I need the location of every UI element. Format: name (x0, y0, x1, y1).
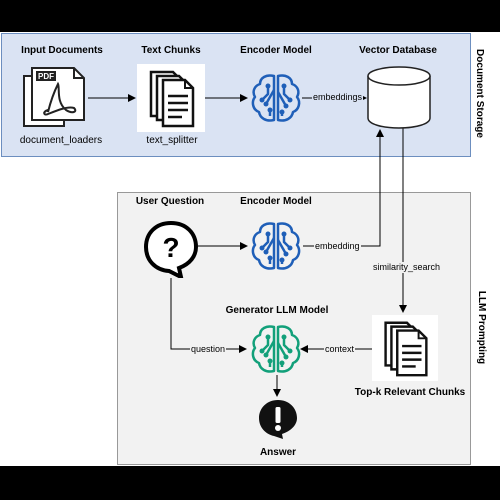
brain-circuit-icon (251, 74, 301, 122)
brain-circuit-icon (251, 222, 301, 270)
encoder-model-bottom-title: Encoder Model (240, 196, 312, 207)
top-black-band (0, 0, 500, 32)
database-cylinder-icon (367, 66, 431, 129)
input-documents-caption: document_loaders (19, 135, 103, 146)
edge-label-similarity-search: similarity_search (372, 262, 442, 273)
vector-database-title: Vector Database (359, 45, 437, 56)
edge-label-embeddings: embeddings (312, 92, 364, 103)
answer-title: Answer (259, 447, 297, 458)
text-chunks-title: Text Chunks (141, 45, 201, 56)
input-documents-title: Input Documents (21, 45, 103, 56)
user-question-title: User Question (135, 196, 205, 207)
exclamation-bubble-icon (259, 400, 297, 439)
encoder-model-top-title: Encoder Model (240, 45, 312, 56)
documents-stack-icon (149, 70, 195, 128)
top-k-chunks-title: Top-k Relevant Chunks (354, 387, 466, 398)
bottom-black-band (0, 466, 500, 500)
svg-text:?: ? (162, 232, 179, 263)
text-chunks-box (137, 64, 205, 132)
brain-circuit-icon (251, 325, 301, 373)
documents-stack-icon (384, 321, 428, 377)
edge-label-question: question (190, 344, 227, 355)
edge-label-embedding: embedding (314, 241, 361, 252)
pdf-document-icon: PDF (23, 67, 85, 127)
top-k-chunks-box (372, 315, 438, 381)
generator-llm-title: Generator LLM Model (225, 305, 329, 316)
question-bubble-icon: ? (143, 220, 199, 278)
arrow-embedding-to-database (303, 129, 384, 247)
edge-label-context: context (324, 344, 356, 355)
svg-text:PDF: PDF (38, 72, 54, 81)
text-chunks-caption: text_splitter (146, 135, 198, 146)
